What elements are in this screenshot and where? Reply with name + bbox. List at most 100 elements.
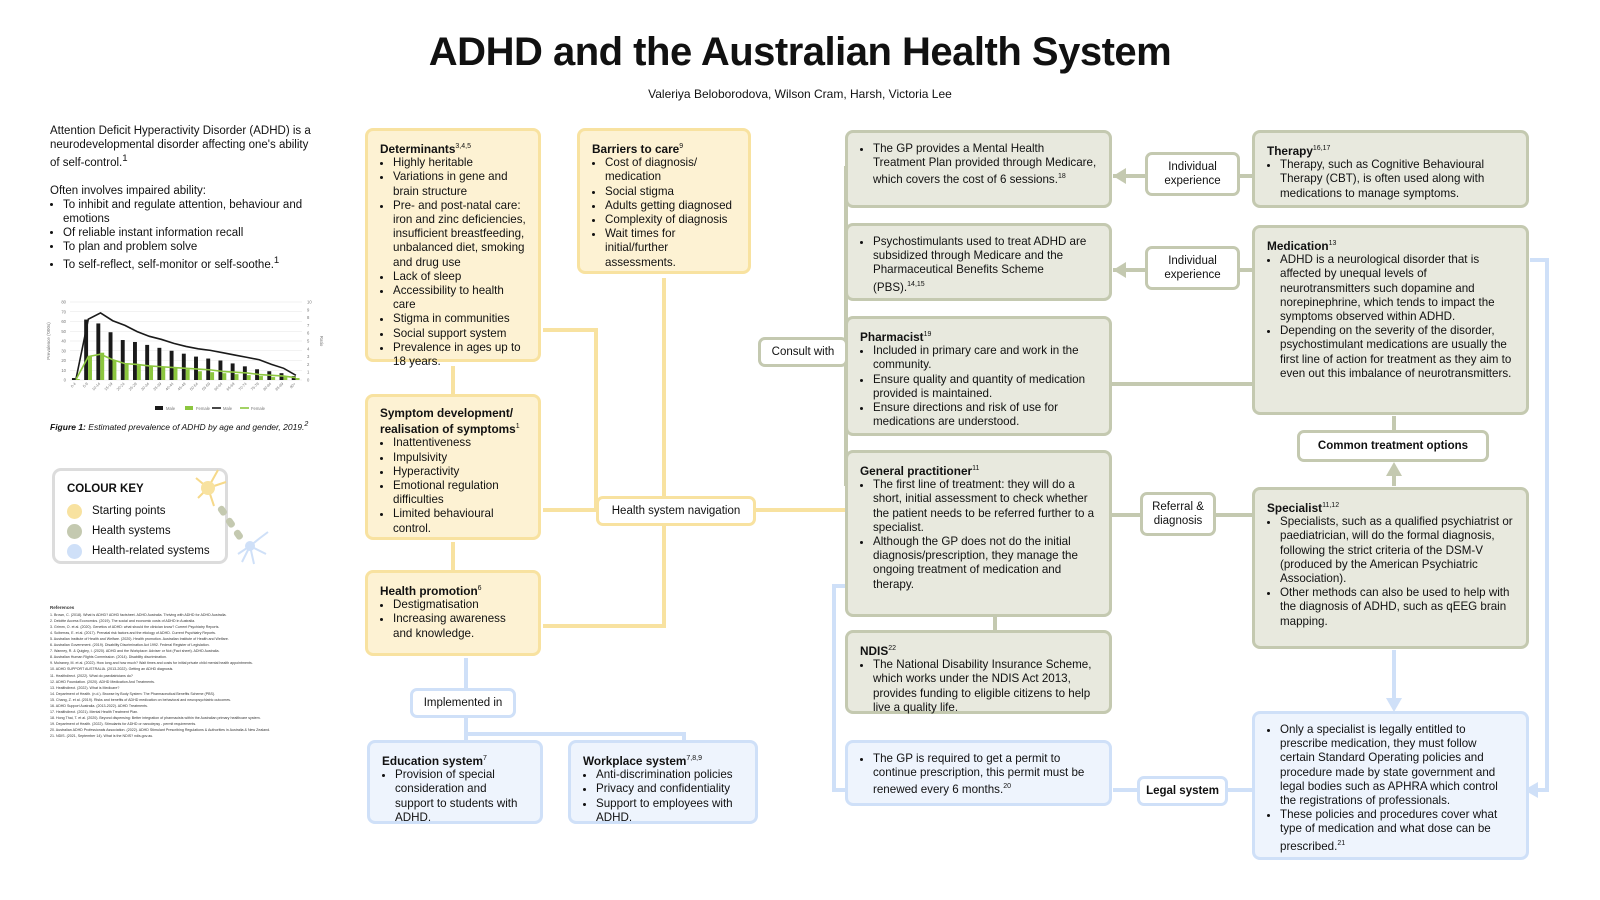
- common-treatment-options-label: Common treatment options: [1297, 430, 1489, 462]
- health-promotion-box: Health promotion6 Destigmatisation Incre…: [365, 570, 541, 656]
- y-tick-label: 80: [61, 300, 66, 305]
- legend-swatch: [155, 406, 163, 410]
- reference-item: 14. Department of Health. (n.d.). Browse…: [50, 691, 216, 696]
- therapy-box: Therapy16,17 Therapy, such as Cognitive …: [1252, 130, 1529, 208]
- medication-box: Medication13 ADHD is a neurological diso…: [1252, 225, 1529, 415]
- y-tick-label: 20: [61, 358, 66, 363]
- x-tick-label: 50-54: [189, 382, 199, 392]
- list-item: Anti-discrimination policies: [596, 768, 743, 782]
- female-bar: [271, 377, 276, 380]
- y-tick-label: 50: [61, 329, 66, 334]
- y-tick-label: 70: [61, 309, 66, 314]
- reference-item: 4. Sciberras, E. et al. (2017). Prenatal…: [50, 630, 216, 635]
- x-tick-label: 35-39: [153, 382, 163, 392]
- list-item: Social stigma: [605, 185, 736, 199]
- female-bar: [197, 371, 202, 380]
- y-axis-label: Prevalence ('000s): [46, 322, 51, 360]
- x-tick-label: 90+: [289, 381, 297, 389]
- list-item: Therapy, such as Cognitive Behavioural T…: [1280, 158, 1514, 201]
- reference-item: 16. ADHD Support Australia. (2013-2022).…: [50, 704, 148, 708]
- list-item: Emotional regulation difficulties: [393, 479, 526, 507]
- box-title: General practitioner11: [860, 463, 980, 478]
- male-bar: [157, 347, 162, 380]
- legal-requirements-box: Only a specialist is legally entitled to…: [1252, 711, 1529, 860]
- list-item: The first line of treatment: they will d…: [873, 478, 1097, 535]
- box-title: Therapy16,17: [1267, 143, 1331, 158]
- workplace-box: Workplace system7,8,9 Anti-discriminatio…: [568, 740, 758, 824]
- list-item: Included in primary care and work in the…: [873, 344, 1097, 372]
- list-item: Highly heritable: [393, 156, 526, 170]
- box-title: Medication13: [1267, 238, 1337, 253]
- y2-tick-label: 7: [307, 323, 310, 328]
- female-bar: [124, 364, 129, 380]
- female-bar: [75, 379, 80, 380]
- list-item: Psychostimulants used to treat ADHD are …: [873, 235, 1097, 295]
- reference-item: 1. Brown, C. (2018). What is ADHD? ADHD …: [50, 612, 227, 617]
- x-tick-label: 0-4: [70, 382, 77, 389]
- specialist-box: Specialist11,12 Specialists, such as a q…: [1252, 487, 1529, 649]
- female-bar: [210, 372, 215, 380]
- male-bar: [108, 332, 113, 380]
- box-title: Education system7: [382, 753, 487, 768]
- female-bar: [259, 376, 263, 380]
- y2-tick-label: 0: [307, 378, 310, 383]
- general-practitioner-box: General practitioner11 The first line of…: [845, 450, 1112, 617]
- list-item: Increasing awareness and knowledge.: [393, 612, 526, 640]
- figure-caption: Figure 1: Estimated prevalence of ADHD b…: [50, 420, 309, 432]
- legend-label: Female: [196, 406, 211, 411]
- individual-experience-label: Individual experience: [1145, 152, 1240, 196]
- box-title: Pharmacist19: [860, 329, 932, 344]
- permit-box: The GP is required to get a permit to co…: [845, 740, 1112, 806]
- female-bar: [161, 367, 166, 380]
- box-title: Determinants3,4,5: [380, 141, 471, 156]
- determinants-box: Determinants3,4,5 Highly heritable Varia…: [365, 128, 541, 368]
- health-system-navigation-label: Health system navigation: [596, 496, 756, 526]
- female-ratio-line: [75, 353, 296, 380]
- y2-tick-label: 6: [307, 331, 310, 336]
- list-item: Lack of sleep: [393, 270, 526, 284]
- x-tick-label: 55-59: [201, 382, 211, 392]
- legend-label: Male: [166, 406, 176, 411]
- education-box: Education system7 Provision of special c…: [367, 740, 543, 824]
- colour-key: COLOUR KEY Starting points Health system…: [52, 468, 228, 564]
- male-ratio-line: [75, 311, 297, 379]
- intro-definition: Attention Deficit Hyperactivity Disorder…: [50, 125, 311, 169]
- reference-item: 7. Wanney, R. & Quigley, I. (2020). ADHD…: [50, 649, 220, 654]
- list-item: Privacy and confidentiality: [596, 782, 743, 796]
- reference-item: 2. Deloitte Access Economics. (2019). Th…: [50, 618, 196, 623]
- list-item: Specialists, such as a qualified psychia…: [1280, 515, 1514, 586]
- y-tick-label: 10: [61, 368, 66, 373]
- implemented-in-label: Implemented in: [410, 688, 516, 718]
- legend-label: Male: [223, 406, 233, 411]
- legend-label: Female: [251, 406, 266, 411]
- y2-tick-label: 5: [307, 339, 310, 344]
- blue-dot-icon: [67, 543, 82, 559]
- individual-experience-label: Individual experience: [1145, 246, 1240, 290]
- female-bar: [246, 375, 251, 380]
- box-title: NDIS22: [860, 643, 896, 658]
- x-tick-label: 40-44: [165, 382, 175, 392]
- male-bar: [84, 319, 89, 380]
- x-tick-label: 25-29: [128, 382, 138, 392]
- x-tick-label: 85-89: [275, 382, 285, 392]
- female-bar: [234, 374, 239, 380]
- intro-impairments-heading: Often involves impaired ability:: [50, 184, 206, 197]
- x-tick-label: 30-34: [140, 382, 150, 392]
- list-item: Depending on the severity of the disorde…: [1280, 324, 1514, 381]
- y-tick-label: 40: [61, 339, 66, 344]
- list-item: ADHD is a neurological disorder that is …: [1280, 253, 1514, 324]
- list-item: Cost of diagnosis/ medication: [605, 156, 736, 184]
- list-item: To plan and problem solve: [63, 240, 312, 254]
- female-bar: [222, 373, 227, 380]
- references: References 1. Brown, C. (2018). What is …: [50, 605, 318, 741]
- male-bar: [120, 340, 125, 380]
- male-bar: [133, 341, 137, 380]
- female-bar: [185, 369, 190, 380]
- reference-item: 3. Grimm, O. et al. (2020). Genetics of …: [50, 624, 220, 629]
- list-item: To inhibit and regulate attention, behav…: [63, 198, 312, 226]
- reference-item: 15. Chang, Z. et al. (2019). Risks and b…: [50, 697, 231, 702]
- x-tick-label: 80-84: [262, 382, 272, 392]
- female-bar: [149, 366, 154, 380]
- male-bar: [96, 323, 101, 380]
